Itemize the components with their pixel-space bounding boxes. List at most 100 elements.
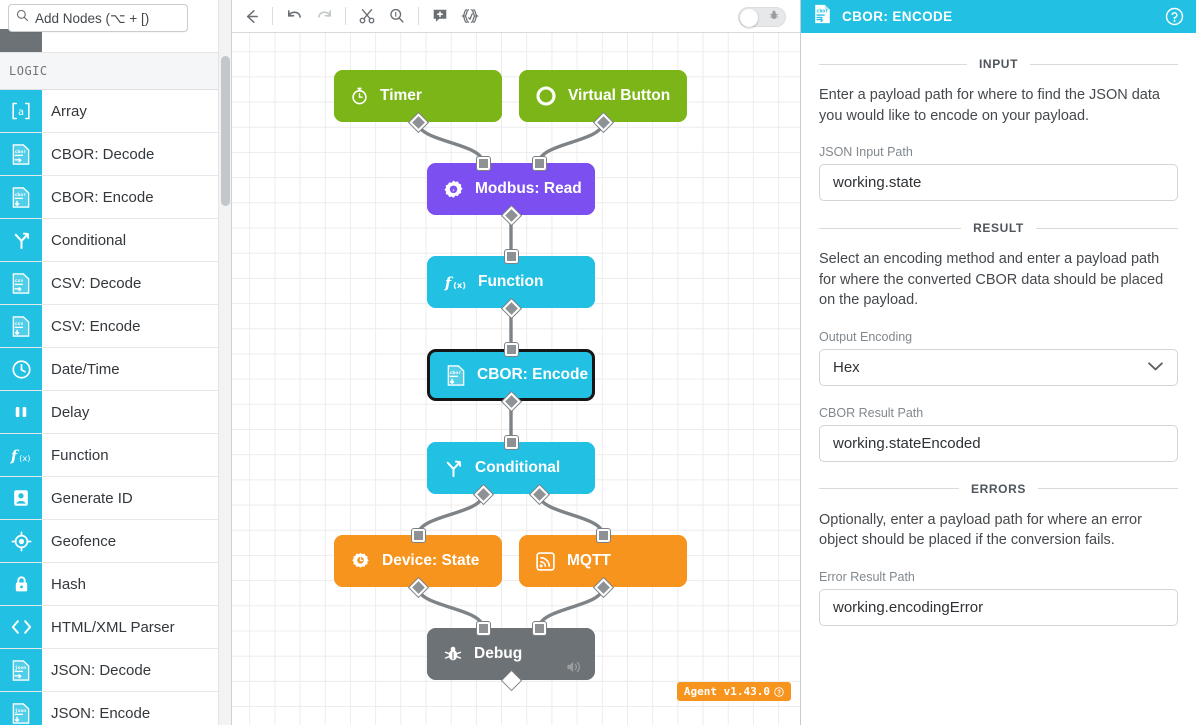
field-label: CBOR Result Path	[819, 405, 924, 420]
port-in-conditional[interactable]	[504, 435, 518, 449]
port-in-modbus-read[interactable]	[476, 156, 490, 170]
port-in-modbus-read[interactable]	[532, 156, 546, 170]
flow-node-label: Debug	[474, 645, 523, 662]
cbor-encode-icon: cbor	[446, 364, 466, 386]
zoom-button[interactable]	[382, 2, 412, 30]
function-icon: f(x)	[443, 272, 467, 293]
field-group: CBOR Result Path	[819, 406, 1178, 462]
debug-toggle[interactable]	[738, 7, 786, 27]
svg-text:json: json	[15, 706, 27, 713]
section-heading: INPUT	[979, 57, 1018, 71]
field-label: JSON Input Path	[819, 145, 913, 160]
panel-header: cbor CBOR: ENCODE	[801, 0, 1196, 33]
palette-item-json-decode[interactable]: json JSON: Decode	[0, 649, 219, 692]
code-brackets-icon	[0, 606, 42, 648]
palette-item-hash[interactable]: Hash	[0, 563, 219, 606]
svg-text:(x): (x)	[19, 453, 30, 463]
palette-item-json-encode[interactable]: json JSON: Encode	[0, 692, 219, 725]
flow-node-label: Timer	[380, 87, 422, 104]
cbor-result-path-input[interactable]	[819, 424, 1178, 462]
divider-line	[1030, 63, 1178, 65]
port-in-cbor-encode[interactable]	[504, 342, 518, 356]
section-heading: ERRORS	[971, 481, 1026, 496]
branch-icon	[0, 219, 42, 261]
cog-network-icon: ⚡	[443, 179, 464, 200]
svg-text:a: a	[18, 107, 24, 118]
search-input[interactable]	[35, 10, 180, 26]
palette-partial-row[interactable]	[0, 29, 219, 53]
speaker-icon[interactable]	[565, 659, 583, 675]
flow-node-conditional[interactable]: Conditional	[427, 442, 595, 494]
agent-version-badge[interactable]: Agent v1.43.0	[676, 682, 791, 701]
palette-item-label: Array	[51, 102, 87, 120]
stopwatch-icon	[350, 86, 369, 106]
section-divider-errors: ERRORS	[819, 481, 1179, 496]
back-button[interactable]	[236, 2, 266, 30]
sidebar-scrollbar-thumb[interactable]	[221, 56, 230, 206]
error-result-path-input[interactable]	[819, 589, 1178, 627]
lock-icon	[0, 563, 42, 605]
port-in-debug[interactable]	[476, 621, 490, 635]
cbor-decode-icon: cbor	[0, 133, 42, 175]
svg-text:csv: csv	[15, 321, 24, 326]
palette-item-date-time[interactable]: Date/Time	[0, 348, 219, 391]
palette-item-label: JSON: Decode	[51, 661, 152, 679]
palette-item-label: Generate ID	[51, 489, 133, 507]
section-heading: RESULT	[973, 221, 1024, 236]
template-braces-button[interactable]	[455, 2, 485, 30]
palette-item-delay[interactable]: Delay	[0, 391, 219, 434]
section-divider-result: RESULT	[819, 221, 1178, 235]
flow-node-timer[interactable]: Timer	[334, 70, 502, 122]
redo-button[interactable]	[309, 2, 339, 30]
user-id-icon	[0, 477, 42, 519]
svg-text:csv: csv	[15, 278, 24, 283]
editor-toolbar	[232, 0, 800, 33]
palette-item-array[interactable]: a Array	[0, 90, 219, 133]
palette-item-conditional[interactable]: Conditional	[0, 219, 219, 262]
json-input-path-input[interactable]	[819, 164, 1178, 202]
port-in-mqtt[interactable]	[596, 528, 610, 542]
add-comment-button[interactable]	[425, 2, 455, 30]
palette-item-html-xml-parser[interactable]: HTML/XML Parser	[0, 606, 219, 649]
cut-button[interactable]	[352, 2, 382, 30]
sidebar-scrollbar[interactable]	[218, 0, 231, 725]
port-in-debug[interactable]	[532, 621, 546, 635]
section-description: Select an encoding method and enter a pa…	[819, 251, 1164, 309]
section-divider-input: INPUT	[819, 57, 1178, 71]
search-icon	[16, 9, 35, 27]
flow-node-label: Modbus: Read	[475, 180, 582, 197]
target-icon	[0, 520, 42, 562]
output-encoding-select[interactable]: Hex	[819, 348, 1178, 386]
flow-node-label: CBOR: Encode	[477, 366, 589, 383]
agent-version-label: Agent v1.43.0	[683, 685, 770, 698]
port-in-function[interactable]	[504, 249, 518, 263]
toolbar-divider-2	[345, 7, 346, 25]
palette-item-label: Delay	[51, 403, 90, 421]
palette-item-generate-id[interactable]: Generate ID	[0, 477, 219, 520]
palette-item-label: Hash	[51, 575, 87, 593]
palette-item-label: JSON: Encode	[51, 704, 151, 722]
port-in-device-state[interactable]	[411, 528, 425, 542]
palette-item-function[interactable]: f(x)Function	[0, 434, 219, 477]
palette-item-label: Conditional	[51, 231, 127, 249]
pause-icon	[0, 391, 42, 433]
function-icon: f(x)	[0, 434, 42, 476]
help-circle-icon[interactable]	[1165, 7, 1184, 26]
flow-node-label: Device: State	[382, 552, 480, 569]
search-input-wrapper[interactable]	[8, 4, 188, 32]
divider-line	[819, 488, 960, 490]
svg-text:json: json	[15, 663, 27, 670]
field-label: Output Encoding	[819, 329, 913, 344]
undo-button[interactable]	[279, 2, 309, 30]
branch-icon	[443, 458, 464, 479]
debug-toggle-knob	[740, 9, 758, 27]
palette-item-geofence[interactable]: Geofence	[0, 520, 219, 563]
